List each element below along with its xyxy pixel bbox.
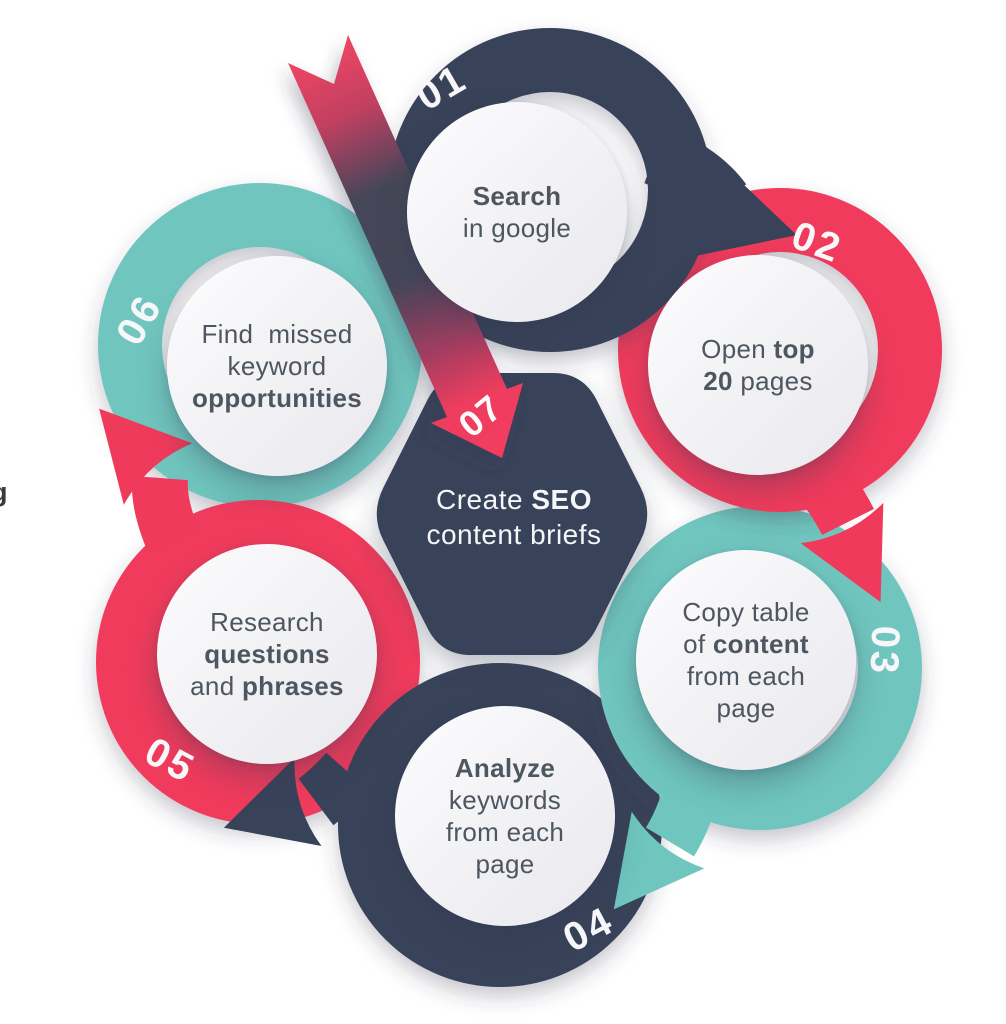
connector-tail-05-06: [131, 475, 200, 554]
ring-step-03: [598, 506, 922, 830]
ring-step-04: [338, 663, 662, 987]
ring-step-01: [388, 28, 712, 352]
ribbon-arrow-07: [288, 35, 523, 458]
connector-tail-02-03: [788, 447, 874, 536]
connector-tail-03-04: [645, 772, 722, 857]
ring-step-05: [96, 500, 420, 824]
connector-tail-04-05: [298, 752, 370, 826]
hexagon-center: [376, 373, 648, 655]
